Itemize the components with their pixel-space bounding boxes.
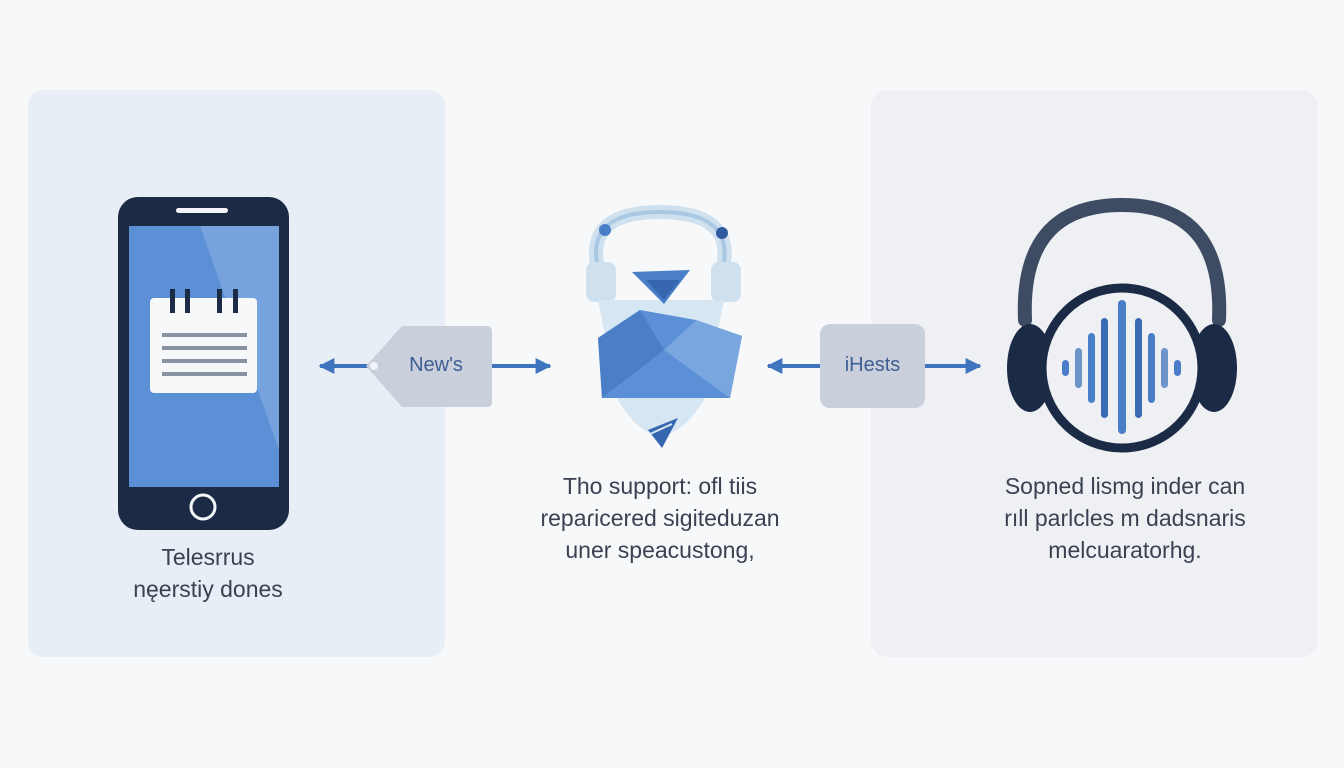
right-caption: Sopned lismg inder can rıll parlcles m d… bbox=[1004, 473, 1246, 563]
robot-assistant-icon bbox=[586, 204, 742, 448]
connector-tag-news: New's bbox=[409, 354, 463, 376]
right-connector bbox=[766, 324, 982, 408]
left-caption: Telesrrus nęerstiy dones bbox=[133, 544, 283, 602]
tag-shape bbox=[820, 324, 925, 408]
tag-shape bbox=[366, 326, 492, 407]
headphones-soundwave-icon bbox=[1007, 197, 1237, 453]
connector-tag-ihests: iHests bbox=[844, 354, 901, 376]
smartphone-calendar-icon bbox=[118, 197, 289, 530]
sound-wave bbox=[1062, 300, 1181, 434]
calendar-icon bbox=[150, 289, 257, 393]
left-connector bbox=[318, 326, 552, 407]
center-caption: Tho support: ofl tiis repaɾicered sigite… bbox=[540, 473, 780, 563]
